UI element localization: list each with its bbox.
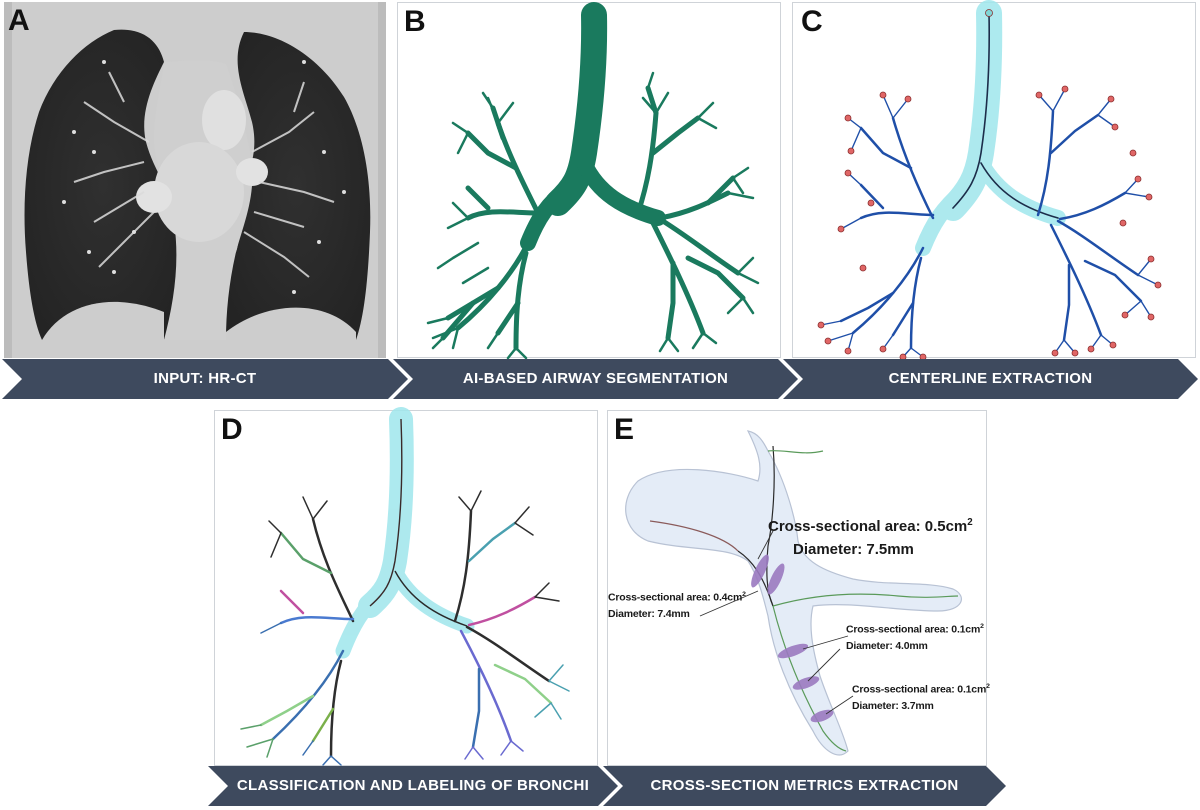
panel-d-classification: D (214, 407, 598, 766)
measurement-1-area: Cross-sectional area: 0.5cm2 (768, 517, 973, 535)
panel-b-segmentation: B (397, 2, 781, 360)
panel-b-letter: B (404, 5, 426, 38)
bronchi-labeling-render (240, 407, 570, 766)
measurement-2-area: Cross-sectional area: 0.4cm2 (608, 591, 746, 604)
banner-label-step-3: CENTERLINE EXTRACTION (888, 370, 1093, 387)
banner-label-step-4: CLASSIFICATION AND LABELING OF BRONCHI (236, 777, 590, 794)
measurement-3-diameter: Diameter: 4.0mm (846, 640, 928, 652)
banner-label-step-1: INPUT: HR-CT (153, 370, 257, 387)
banner-label-step-2: AI-BASED AIRWAY SEGMENTATION (462, 370, 729, 387)
measurement-2-diameter: Diameter: 7.4mm (608, 608, 690, 620)
banner-label-step-5: CROSS-SECTION METRICS EXTRACTION (650, 777, 959, 794)
panel-c-letter: C (801, 5, 823, 38)
panel-c-centerline: C (792, 0, 1196, 361)
measurement-1-diameter: Diameter: 7.5mm (793, 541, 914, 558)
cross-section-render (625, 430, 963, 756)
panel-a-letter: A (8, 4, 30, 37)
centerline-render (817, 0, 1162, 361)
panel-d-letter: D (221, 413, 243, 446)
airway-segmentation-render (426, 2, 760, 360)
panel-a-ct-scan: A (4, 2, 386, 358)
measurement-3-area: Cross-sectional area: 0.1cm2 (846, 623, 984, 636)
panel-e-letter: E (614, 413, 635, 446)
ct-scan-image (4, 2, 386, 358)
panel-e-cross-section: E Cross-sectional area: 0.5cm2 Diameter:… (607, 410, 990, 766)
measurement-4-diameter: Diameter: 3.7mm (852, 700, 934, 712)
measurement-4-area: Cross-sectional area: 0.1cm2 (852, 683, 990, 696)
